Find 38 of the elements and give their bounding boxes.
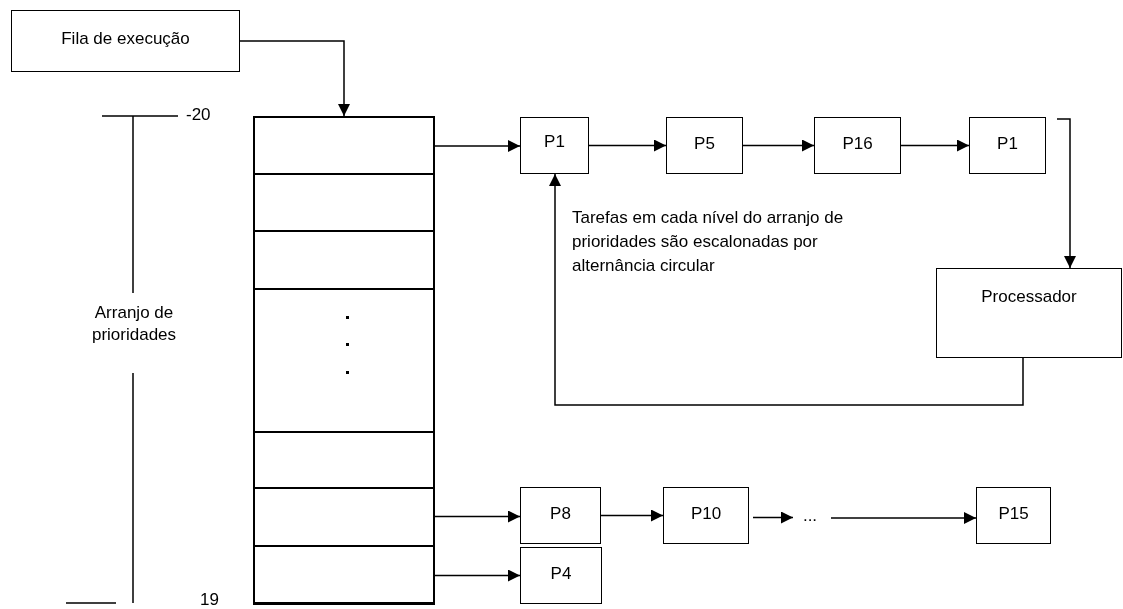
- node-label: P8: [550, 504, 571, 524]
- arrow: [432, 140, 521, 152]
- arrow: [830, 512, 977, 524]
- process-box: [666, 117, 743, 174]
- arrow: [752, 511, 794, 524]
- arrow: [1056, 118, 1076, 269]
- ellipsis-text: ...: [795, 505, 825, 527]
- level-number: 19: [200, 589, 220, 609]
- level-number: -20: [186, 104, 212, 126]
- axis-label: Arranjo de prioridades: [90, 302, 178, 346]
- node-label: P5: [694, 134, 715, 154]
- arrow: [432, 569, 521, 582]
- arrow: [742, 139, 815, 152]
- arrow: [432, 510, 521, 523]
- arrow: [239, 40, 350, 117]
- process-box: [520, 117, 589, 174]
- node-label: P1: [544, 132, 565, 152]
- node-label: P4: [550, 564, 572, 584]
- node-label: P1: [997, 134, 1018, 154]
- process-box: [814, 117, 901, 174]
- priority-array: [253, 116, 435, 605]
- arrow: [900, 139, 970, 152]
- queue-box: [11, 10, 240, 72]
- node-label: Fila de execução: [61, 29, 190, 49]
- node-label: P16: [842, 134, 873, 154]
- node-label: P10: [690, 504, 722, 524]
- arrow: [600, 509, 664, 522]
- arrow: [549, 173, 1024, 406]
- node-label: Processador: [981, 287, 1077, 307]
- process-box: [520, 547, 602, 604]
- arrow: [588, 139, 667, 152]
- processor-box: [936, 268, 1122, 358]
- node-label: P15: [998, 504, 1029, 524]
- process-box: [520, 487, 601, 544]
- process-box: [663, 487, 749, 544]
- note-text: Tarefas em cada nível do arranjo de prioridades são escalonadas por alternância circular: [572, 207, 844, 277]
- process-box: [976, 487, 1051, 544]
- process-box: [969, 117, 1046, 174]
